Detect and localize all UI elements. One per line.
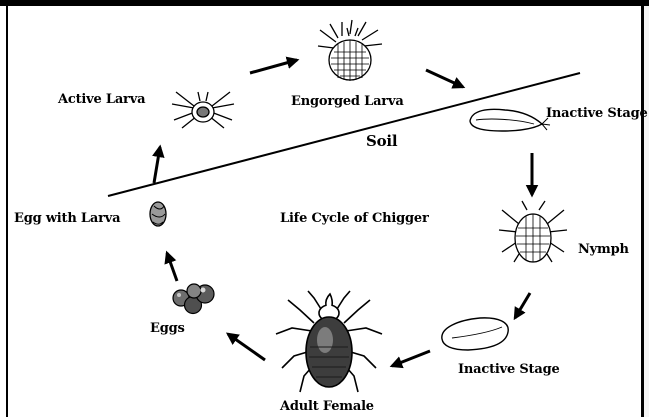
- inactive-stage-top-illustration: [470, 109, 550, 131]
- eggs-label: Eggs: [150, 321, 185, 336]
- soil-label: Soil: [366, 132, 397, 150]
- arrow-egg-with-larva-to-active: [154, 147, 160, 183]
- diagram-title: Life Cycle of Chigger: [280, 211, 429, 226]
- arrow-nymph-to-inactive: [515, 293, 530, 318]
- arrow-engorged-to-inactive: [426, 70, 463, 87]
- adult-female-label: Adult Female: [280, 399, 374, 414]
- egg-with-larva-illustration: [150, 202, 166, 226]
- arrow-adult-to-eggs: [228, 334, 265, 360]
- inactive-stage-bottom-illustration: [442, 318, 508, 350]
- engorged-larva-label: Engorged Larva: [291, 94, 404, 109]
- arrow-eggs-to-egg-with-larva: [167, 253, 177, 281]
- arrow-inactive-to-adult: [392, 351, 430, 366]
- inactive-stage-bottom-label: Inactive Stage: [458, 362, 560, 377]
- eggs-illustration: [173, 284, 214, 314]
- active-larva-illustration: [172, 92, 234, 128]
- nymph-label: Nymph: [578, 242, 629, 257]
- adult-female-illustration: [276, 291, 382, 392]
- soil-boundary-line: [108, 73, 580, 196]
- nymph-illustration: [499, 201, 567, 262]
- egg-with-larva-label: Egg with Larva: [14, 211, 120, 226]
- engorged-larva-illustration: [318, 20, 382, 81]
- active-larva-label: Active Larva: [58, 92, 145, 107]
- inactive-stage-top-label: Inactive Stage: [546, 106, 648, 121]
- arrow-active-to-engorged: [250, 60, 297, 73]
